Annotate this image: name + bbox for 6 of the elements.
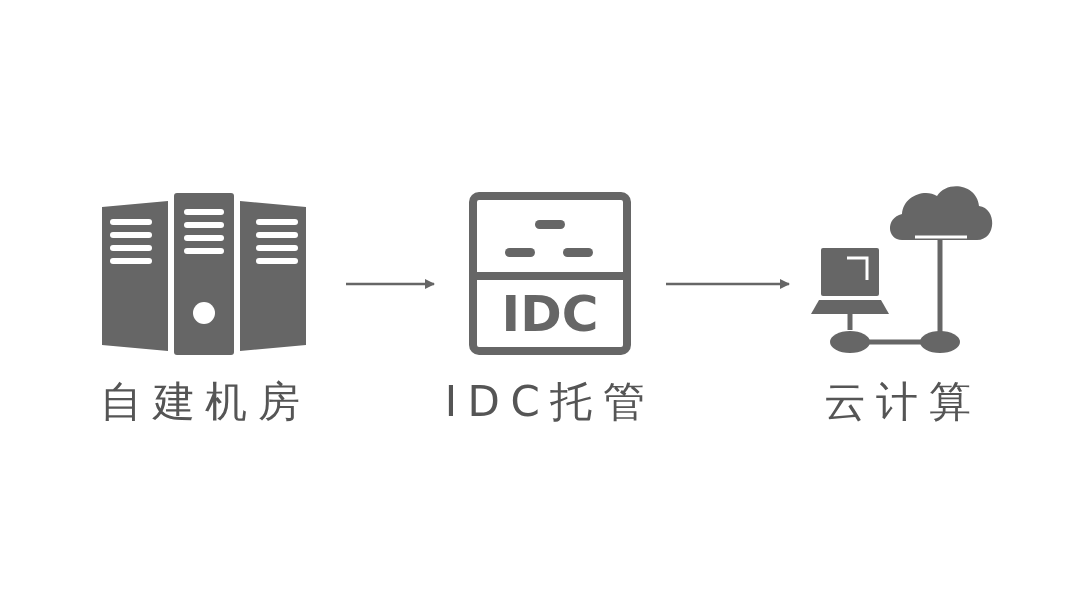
arrow [666, 279, 790, 289]
idc-label: IDC [500, 284, 600, 344]
node-label: 云计算 [823, 377, 982, 427]
arrow [346, 279, 435, 289]
node-label: 自建机房 [100, 377, 310, 427]
node-label: IDC托管 [444, 377, 656, 427]
